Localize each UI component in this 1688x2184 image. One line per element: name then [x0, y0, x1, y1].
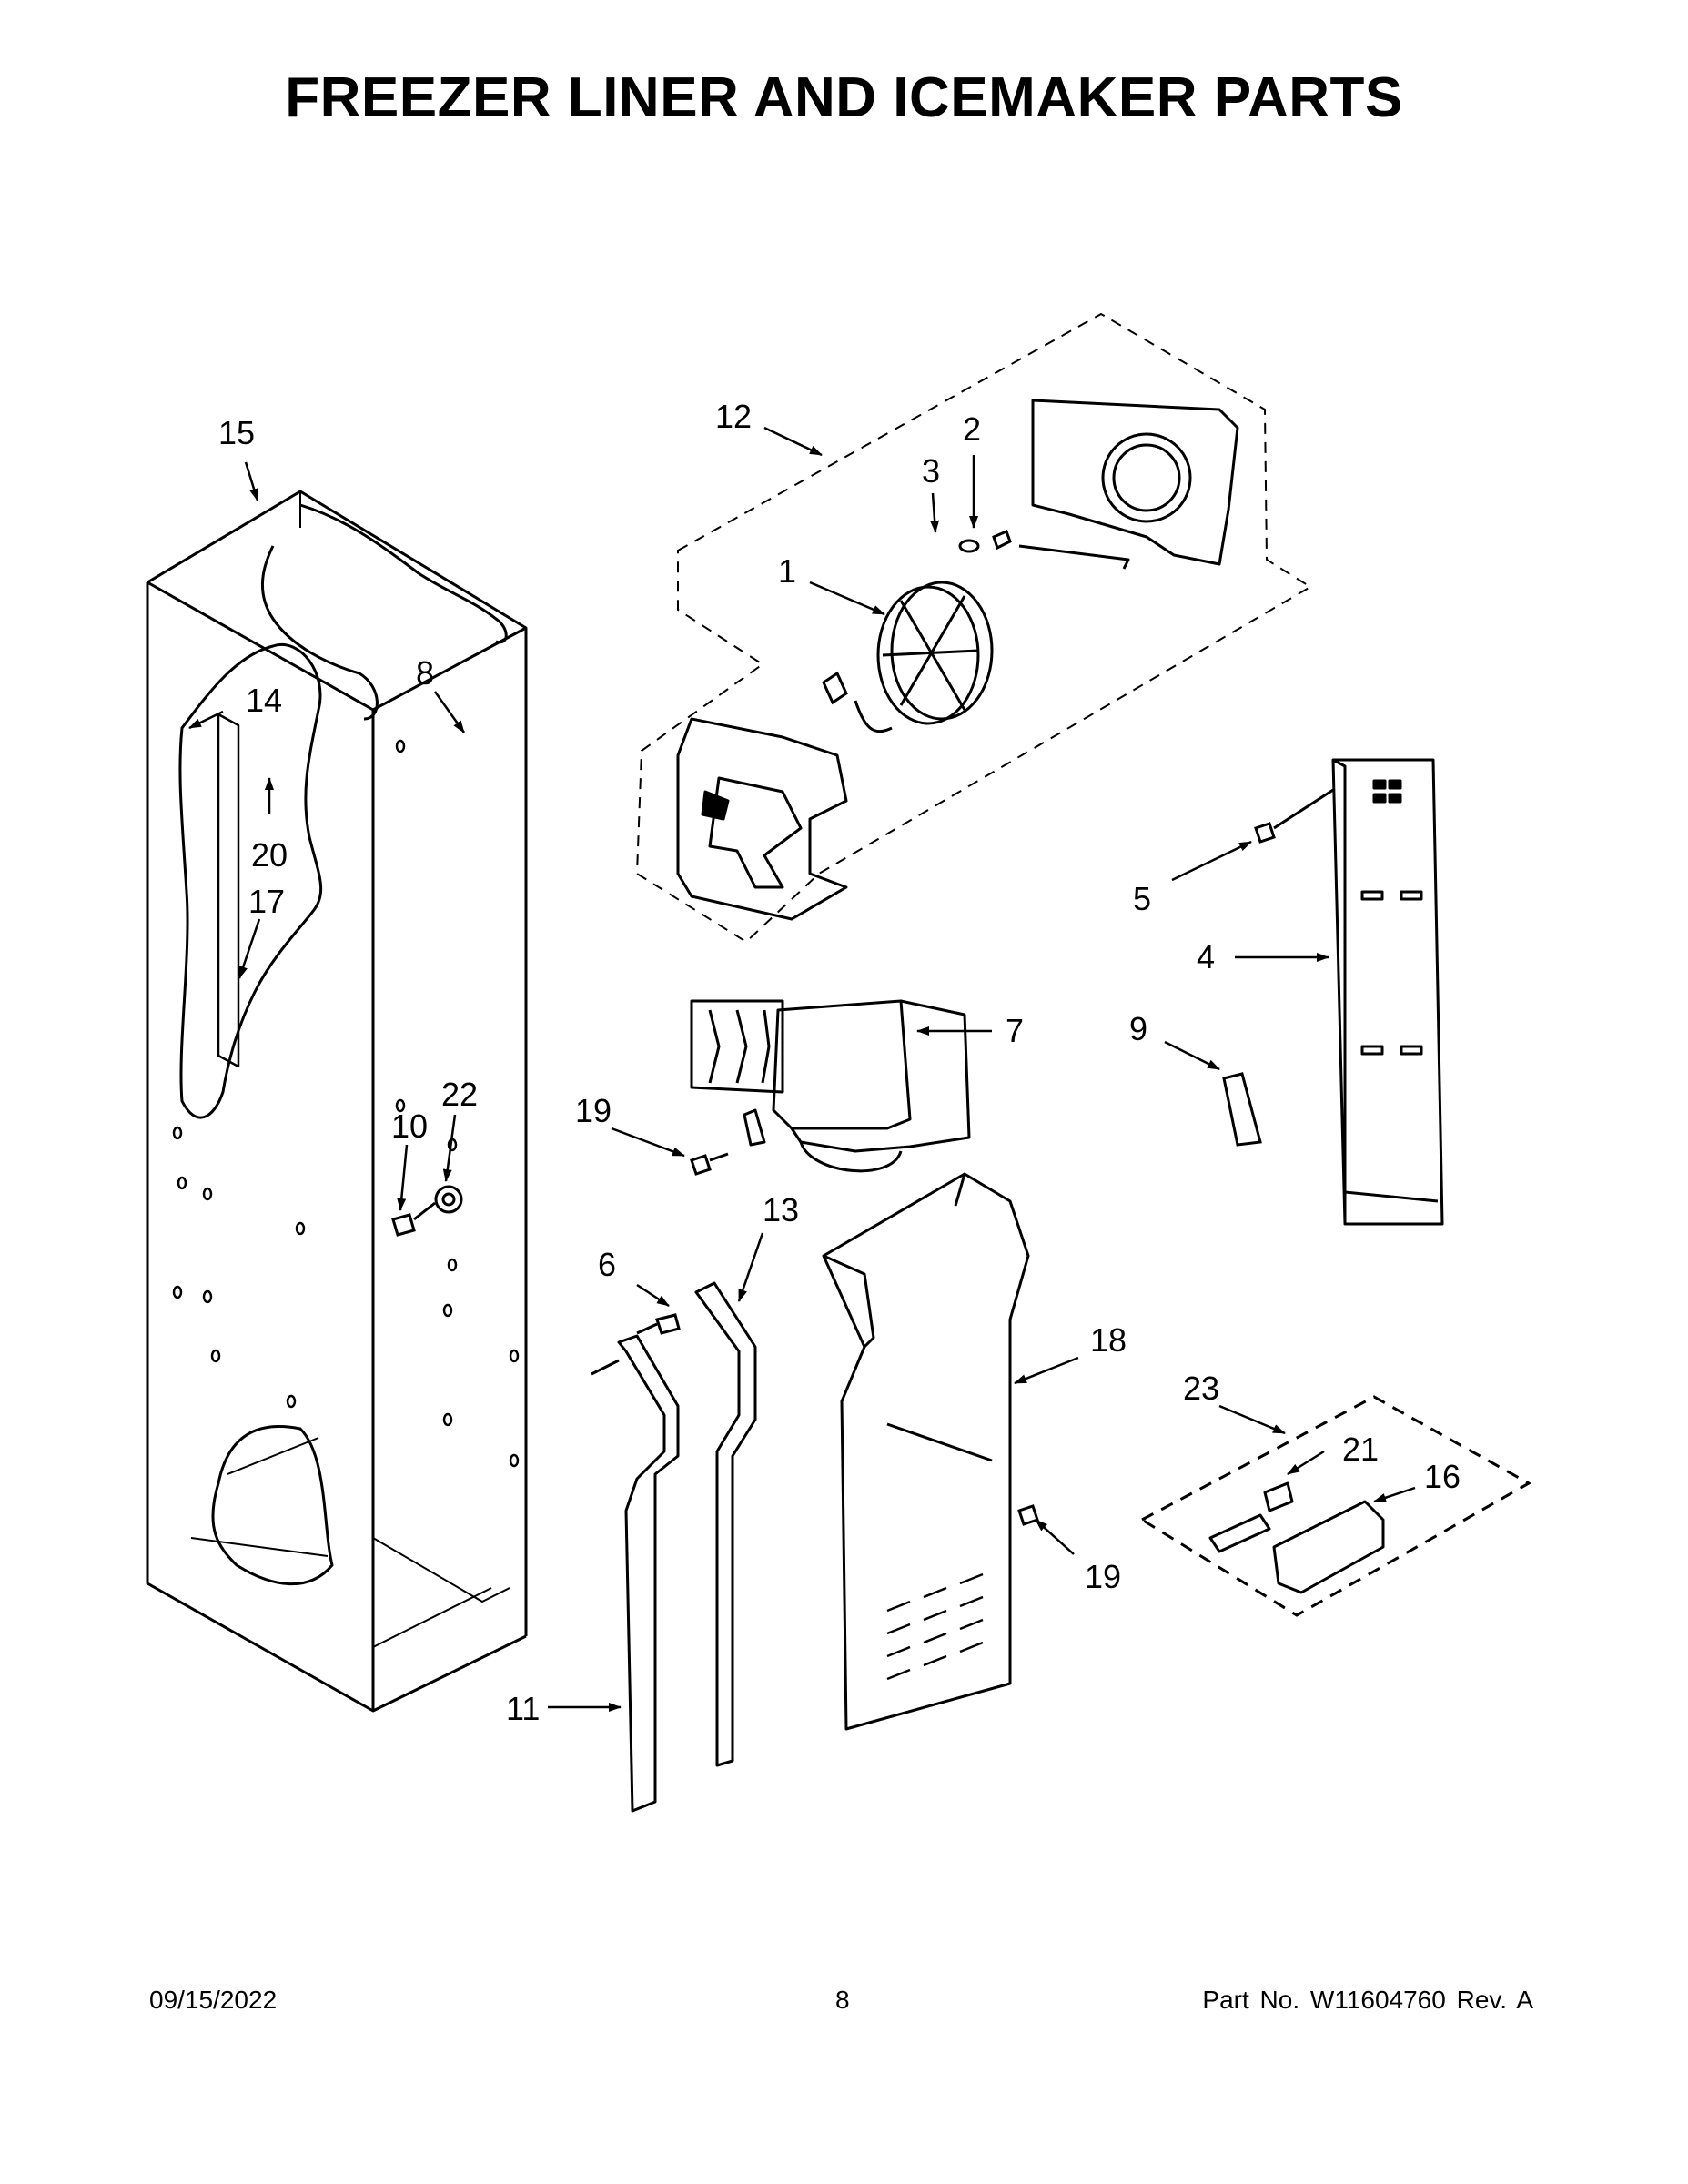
harness-assembly-outline	[1138, 1395, 1532, 1617]
callout-3: 3	[922, 452, 940, 490]
screw-part-5	[1254, 788, 1334, 844]
callout-leaders	[188, 426, 1416, 1712]
screw-part-19a	[690, 1152, 729, 1176]
liner-mounting-holes	[172, 739, 520, 1468]
callout-11: 11	[506, 1690, 540, 1727]
callout-17: 17	[248, 883, 285, 920]
screw-and-washer-part	[958, 529, 1012, 553]
icemaker-shutoff-arm-part	[1222, 1072, 1262, 1147]
bracket-part-11	[591, 1334, 680, 1813]
evaporator-fan-housing-part	[1018, 399, 1239, 570]
harness-parts-16-21	[1208, 1481, 1385, 1594]
callout-19-panel: 19	[1085, 1558, 1121, 1595]
footer-page-number: 8	[835, 1986, 850, 2014]
callout-2: 2	[963, 410, 981, 448]
callout-6: 6	[598, 1246, 616, 1283]
footer-date: 09/15/2022	[149, 1986, 278, 2014]
callout-15: 15	[218, 414, 255, 451]
air-handler-assembly-outline	[635, 312, 1312, 944]
callout-13: 13	[763, 1191, 799, 1228]
callout-7: 7	[1006, 1012, 1024, 1049]
callout-labels: 15 12 2 3 1 8 14 20 17 5 4 7 9 19 22 10 …	[218, 398, 1461, 1727]
callout-8: 8	[416, 654, 434, 692]
channel-part-13	[694, 1281, 757, 1767]
page-title: FREEZER LINER AND ICEMAKER PARTS	[285, 66, 1403, 129]
panel-vent-slots	[886, 1572, 984, 1681]
freezer-liner-part	[146, 490, 528, 1713]
evaporator-fan-motor-part	[822, 581, 994, 733]
callout-20: 20	[251, 836, 288, 874]
callout-5: 5	[1133, 880, 1151, 917]
screw-part-6	[636, 1313, 681, 1335]
air-handler-housing-part	[676, 717, 848, 921]
panel-part-18	[822, 1172, 1030, 1731]
callout-12: 12	[715, 398, 752, 435]
footer-part-number: Part No. W11604760 Rev. A	[1202, 1986, 1533, 2014]
icemaker-cover-part	[1331, 758, 1444, 1226]
screw-part-19b	[1017, 1504, 1039, 1526]
icemaker-part	[690, 999, 971, 1173]
fastener-parts-10-22	[391, 1185, 463, 1237]
callout-1: 1	[778, 552, 796, 590]
callout-18: 18	[1090, 1321, 1127, 1359]
callout-9: 9	[1129, 1010, 1147, 1047]
callout-19: 19	[575, 1092, 612, 1129]
callout-16: 16	[1424, 1458, 1461, 1495]
callout-4: 4	[1197, 938, 1215, 976]
callout-14: 14	[246, 682, 282, 719]
callout-23: 23	[1183, 1370, 1219, 1407]
callout-21: 21	[1342, 1431, 1379, 1468]
callout-22: 22	[441, 1076, 478, 1113]
callout-10: 10	[391, 1107, 428, 1145]
